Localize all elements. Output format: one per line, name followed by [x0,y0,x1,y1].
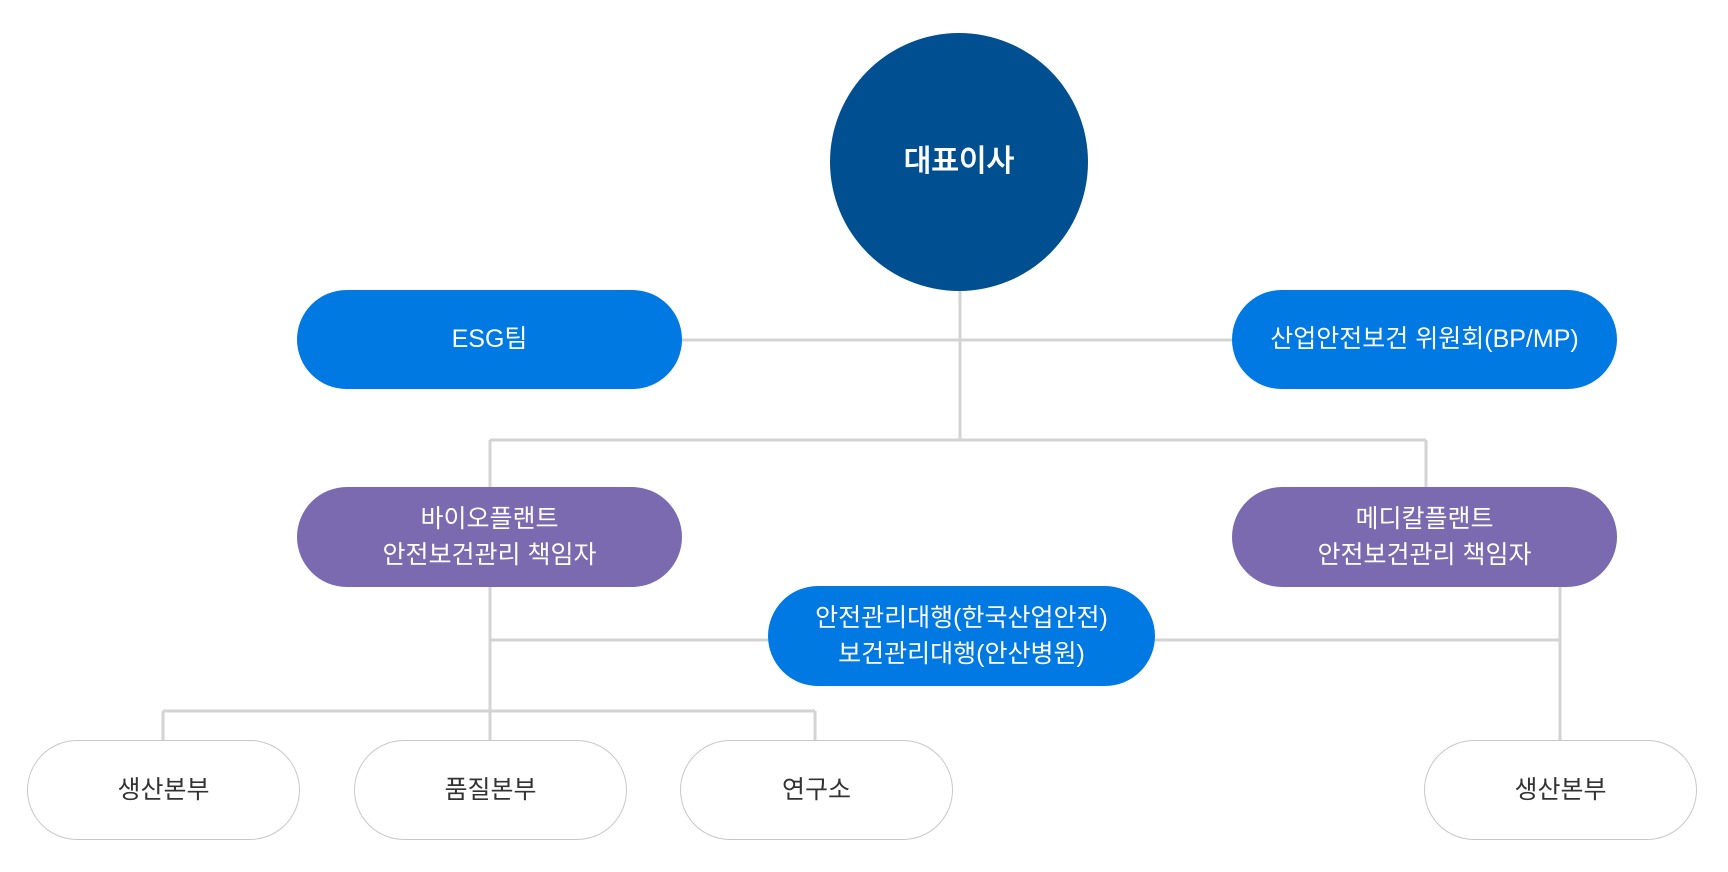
health-agency-label: 보건관리대행(안산병원) [838,640,1085,668]
safety-committee-node: 산업안전보건 위원회(BP/MP) [1232,290,1617,389]
quality-dept-label: 품질본부 [444,775,537,804]
ceo-label: 대표이사 [903,145,1015,179]
medical-production-dept-node: 생산본부 [1424,740,1697,840]
management-agency-node: 안전관리대행(한국산업안전) 보건관리대행(안산병원) [768,586,1155,686]
research-institute-node: 연구소 [680,740,953,840]
safety-committee-label: 산업안전보건 위원회(BP/MP) [1270,325,1579,354]
bio-production-dept-node: 생산본부 [27,740,300,840]
medical-plant-manager-node: 메디칼플랜트 안전보건관리 책임자 [1232,487,1617,587]
esg-team-node: ESG팀 [297,290,682,389]
medical-plant-role: 안전보건관리 책임자 [1317,541,1532,569]
quality-dept-node: 품질본부 [354,740,627,840]
bio-plant-manager-node: 바이오플랜트 안전보건관리 책임자 [297,487,682,587]
bio-plant-title: 바이오플랜트 [420,504,559,533]
safety-agency-label: 안전관리대행(한국산업안전) [815,603,1108,632]
bio-production-dept-label: 생산본부 [117,775,210,804]
medical-plant-title: 메디칼플랜트 [1355,504,1494,533]
ceo-node: 대표이사 [830,33,1088,291]
medical-production-dept-label: 생산본부 [1514,775,1607,804]
esg-team-label: ESG팀 [451,325,528,354]
research-institute-label: 연구소 [781,775,851,804]
bio-plant-role: 안전보건관리 책임자 [382,541,597,569]
